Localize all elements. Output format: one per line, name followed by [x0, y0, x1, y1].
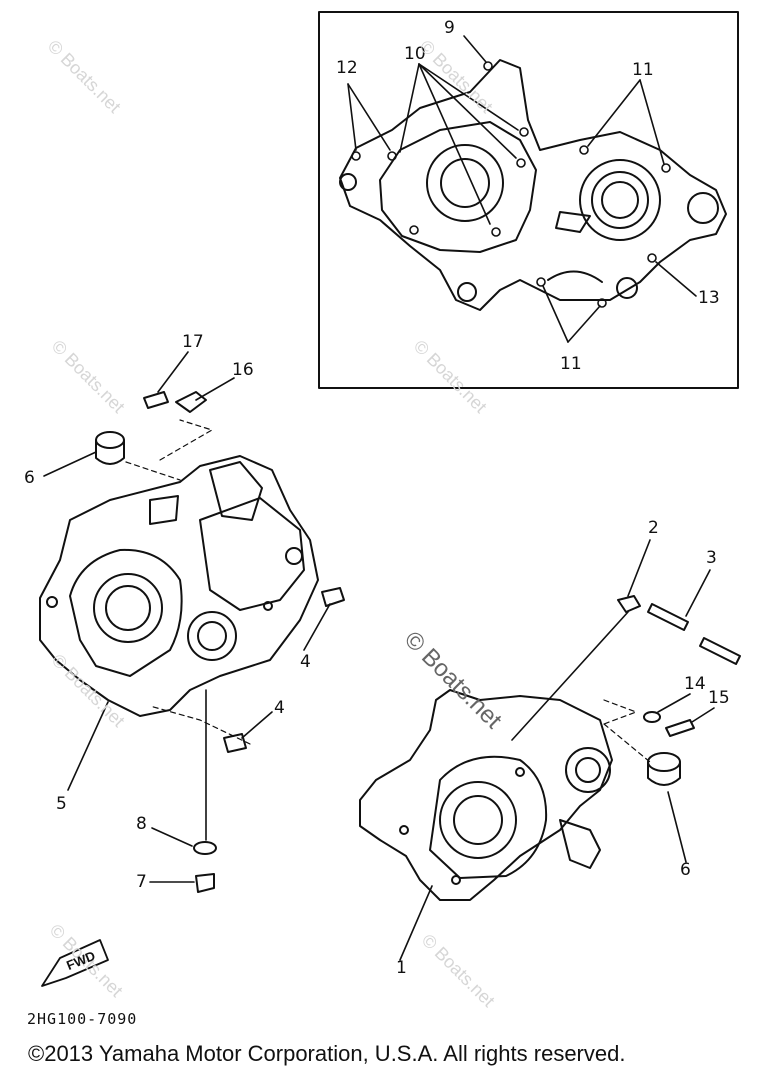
callout-6-left: 6: [24, 468, 35, 488]
left-crankcase-half: [39, 455, 319, 717]
callout-2: 2: [648, 518, 659, 538]
callout-4-lower: 4: [274, 698, 285, 718]
fwd-arrow-icon: [41, 939, 109, 987]
leader-lines: [43, 351, 715, 961]
callout-13: 13: [698, 288, 720, 308]
alignment-lines: [125, 419, 651, 763]
callout-1: 1: [396, 958, 407, 978]
copyright-notice: ©2013 Yamaha Motor Corporation, U.S.A. A…: [28, 1041, 626, 1066]
inset-crankcase-half: [339, 59, 727, 311]
callout-8: 8: [136, 814, 147, 834]
callout-4-upper: 4: [300, 652, 311, 672]
right-crankcase-half: [359, 689, 613, 901]
callout-14: 14: [684, 674, 706, 694]
inset-leaders: [347, 35, 697, 343]
callout-6-right: 6: [680, 860, 691, 880]
callout-11-top: 11: [632, 60, 654, 80]
part-code: 2HG100-7090: [27, 1010, 138, 1028]
callout-17: 17: [182, 332, 204, 352]
callout-16: 16: [232, 360, 254, 380]
callout-5: 5: [56, 794, 67, 814]
callout-3: 3: [706, 548, 717, 568]
callout-11-bottom: 11: [560, 354, 582, 374]
inset-frame: [318, 11, 739, 389]
callout-10: 10: [404, 44, 426, 64]
callout-12: 12: [336, 58, 358, 78]
callout-9: 9: [444, 18, 455, 38]
callout-7: 7: [136, 872, 147, 892]
small-parts: [95, 391, 741, 893]
callout-15: 15: [708, 688, 730, 708]
